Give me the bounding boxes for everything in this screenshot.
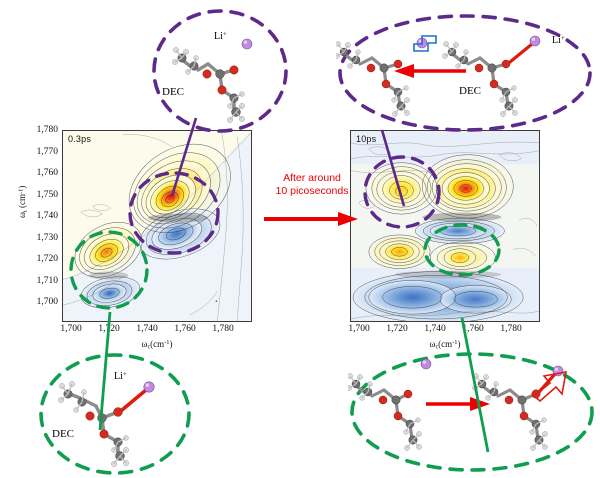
time-label-left: 0.3ps — [68, 134, 92, 144]
x-axis-label-omega: ω — [141, 339, 148, 349]
y-axis-ticks-left: 1,780 1,770 1,760 1,750 1,740 1,730 1,72… — [8, 125, 58, 322]
x-tick: 1,720 — [98, 324, 120, 334]
callout-top-left[interactable]: Li+ DEC — [150, 8, 290, 134]
red-outline-highlight-arrow — [532, 371, 567, 403]
spectrum-panel-0.3ps[interactable]: 0.3ps — [62, 130, 252, 322]
x-axis-label-close: ) — [457, 339, 461, 349]
y-tick: 1,700 — [36, 297, 58, 307]
reaction-arrow-right-to-left — [394, 64, 466, 78]
x-axis-label-sub: τ — [435, 343, 439, 351]
purple-dashed-ellipse-icon — [338, 14, 592, 132]
y-tick: 1,710 — [36, 275, 58, 286]
lithium-label-top-left: Li+ — [214, 30, 227, 43]
lithium-label-bottom-left: Li+ — [114, 370, 127, 383]
x-tick: 1,740 — [136, 324, 158, 334]
x-tick: 1,700 — [348, 324, 370, 334]
purple-dashed-circle-icon — [152, 9, 288, 133]
x-axis-label-unit: (cm — [150, 339, 165, 349]
y-axis-label-omega: ω — [17, 212, 28, 219]
y-axis-label-unit: (cm — [17, 194, 28, 209]
x-tick: 1,700 — [60, 324, 82, 334]
dec-label-top-right: DEC — [459, 85, 481, 97]
molecule-pair-free-dec-exchange — [336, 35, 541, 117]
free-lithium-ion-bottom-right — [420, 358, 432, 370]
x-axis-ticks-right: 1,700 1,720 1,740 1,760 1,780 — [348, 324, 540, 340]
molecule-free-dec-with-free-lithium — [172, 38, 253, 123]
callout-bottom-left[interactable]: Li+ DEC — [36, 352, 194, 476]
x-axis-label-unit: (cm — [438, 339, 453, 349]
x-axis-label-sup: -1 — [452, 339, 458, 347]
x-axis-ticks-left: 1,700 1,720 1,740 1,760 1,780 — [60, 324, 252, 340]
contour-plot-right — [351, 131, 539, 321]
transition-annotation: After around 10 picoseconds — [257, 172, 367, 198]
lithium-label-top-right: Li+ — [552, 34, 565, 47]
y-tick: 1,780 — [36, 125, 58, 135]
x-axis-label-close: ) — [169, 339, 173, 349]
y-axis-label: ωt (cm-1) — [17, 167, 29, 237]
y-axis-label-sub: t — [21, 210, 29, 213]
x-tick: 1,740 — [424, 324, 446, 334]
transition-line-2: 10 picoseconds — [275, 185, 349, 197]
x-tick: 1,760 — [462, 324, 484, 334]
y-tick: 1,770 — [36, 146, 58, 157]
transition-arrow-icon — [264, 212, 358, 226]
x-axis-label-right: ωτ(cm-1) — [385, 339, 505, 351]
molecule-lithium-bound-dec — [58, 381, 155, 467]
green-dashed-circle-icon — [39, 353, 191, 475]
dec-label-top-left: DEC — [162, 86, 184, 98]
callout-top-right[interactable]: Li+ DEC — [336, 12, 594, 134]
y-axis-label-sup: -1 — [17, 188, 25, 195]
x-axis-label-left: ωτ(cm-1) — [97, 339, 217, 351]
y-tick: 1,750 — [36, 189, 58, 200]
x-axis-label-sup: -1 — [164, 339, 170, 347]
reaction-arrow-left-to-right — [426, 397, 490, 411]
li-o-coordination-bond-right — [508, 42, 534, 64]
callout-bottom-right[interactable] — [348, 350, 596, 474]
blue-outline-highlight-arrow — [413, 35, 437, 52]
time-label-right: 10ps — [356, 134, 377, 144]
li-o-coordination-bond — [120, 388, 148, 412]
y-tick: 1,740 — [36, 211, 58, 221]
plot-area-left — [62, 130, 252, 322]
green-dashed-ellipse-icon — [350, 352, 594, 472]
y-tick: 1,760 — [36, 168, 58, 178]
x-axis-label-sub: τ — [147, 343, 151, 351]
molecule-pair-dec-lithium-association — [348, 358, 567, 451]
spectrum-panel-10ps[interactable]: 10ps — [350, 130, 540, 322]
x-axis-label-omega: ω — [429, 339, 436, 349]
dec-label-bottom-left: DEC — [52, 428, 74, 440]
x-tick: 1,780 — [500, 324, 522, 334]
y-axis-label-close: ) — [17, 185, 28, 189]
plot-area-right — [350, 130, 540, 322]
x-tick: 1,720 — [386, 324, 408, 334]
y-tick: 1,720 — [36, 254, 58, 264]
x-tick: 1,760 — [174, 324, 196, 334]
contour-plot-left — [63, 131, 251, 321]
transition-line-1: After around — [283, 172, 341, 184]
x-tick: 1,780 — [212, 324, 234, 334]
y-tick: 1,730 — [36, 232, 58, 243]
